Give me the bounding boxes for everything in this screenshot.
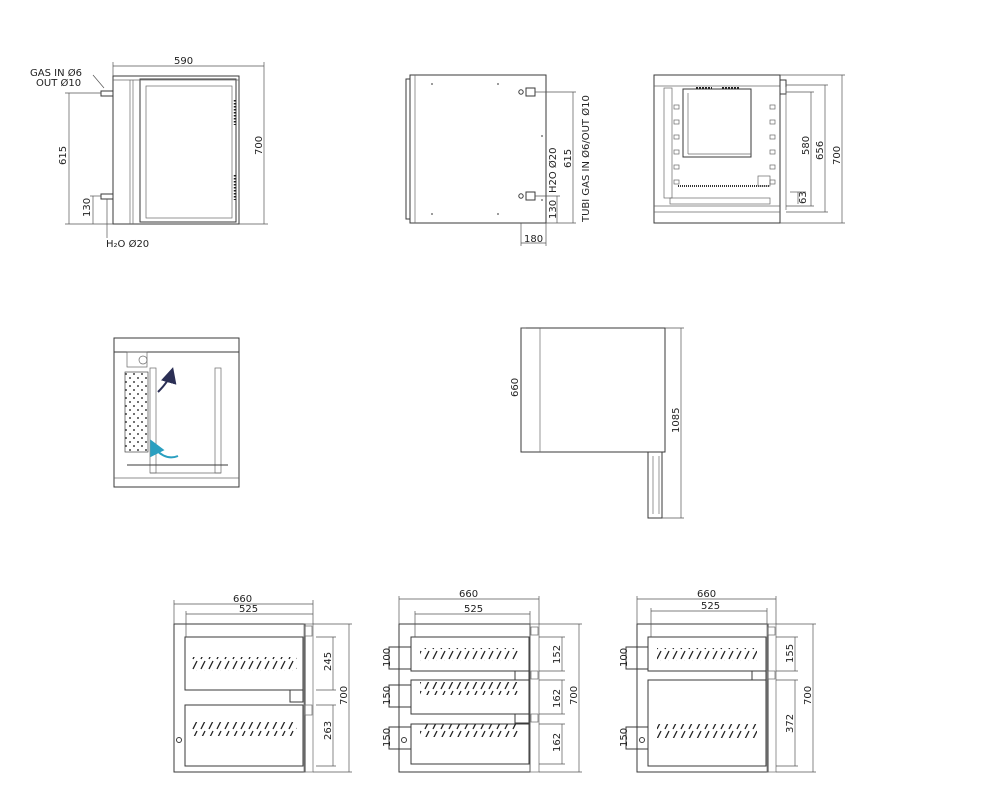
side-door-profile — [405, 78, 411, 220]
drawer-a-cabinet — [173, 623, 306, 773]
drawer-c-cabinet — [636, 623, 769, 773]
top-height-dim: 1085 — [671, 408, 682, 433]
left-rail — [663, 87, 673, 199]
drawer-b-3-grill — [420, 724, 520, 737]
front-height-dim: 700 — [254, 136, 265, 155]
drawer-b-1-grill — [420, 648, 520, 661]
drain-connector-icon — [518, 193, 524, 199]
front-door — [139, 78, 237, 223]
top-depth-dim: 660 — [510, 378, 521, 397]
drawer-a-1-grill — [192, 657, 297, 671]
drawer-c-inner-dim: 525 — [701, 601, 720, 612]
side-cabinet-body — [409, 74, 547, 224]
perforated-panel — [124, 371, 149, 453]
front-door-glass — [145, 85, 233, 219]
drawer-view-two: 660 525 700 245 263 — [173, 594, 352, 773]
drawer-c-width-dim: 660 — [697, 589, 716, 600]
interior-cabinet-body — [653, 74, 781, 224]
side-conn-height-dim: 615 — [563, 149, 574, 168]
drawer-a-2-dim: 263 — [323, 721, 334, 740]
drawer-c-handle-1-dim: 100 — [619, 648, 630, 667]
drawer-c-2 — [647, 679, 767, 767]
drawer-b-inner-dim: 525 — [464, 604, 483, 615]
airflow-cabinet-body — [113, 337, 240, 488]
drawer-b-2-dim: 162 — [552, 689, 563, 708]
drawer-a-handle — [289, 689, 304, 703]
fan-unit — [126, 351, 148, 368]
h2o-label: H₂O Ø20 — [106, 238, 149, 250]
interior-height-656: 656 — [815, 141, 826, 160]
side-offset-dim: 180 — [524, 234, 543, 245]
gas-label-1: GAS IN Ø6 — [30, 67, 82, 79]
drawer-b-handle-3 — [388, 726, 412, 750]
side-drain-height-dim: 130 — [548, 200, 559, 219]
top-cabinet-outline — [520, 327, 666, 453]
drawer-b-3-dim: 162 — [552, 733, 563, 752]
drawer-b-2-grill — [420, 682, 520, 695]
drain-pipe — [100, 193, 114, 200]
side-gas-tube-label: TUBI GAS IN Ø6/OUT Ø10 — [580, 95, 592, 223]
gas-label-2: OUT Ø10 — [36, 77, 81, 89]
drawer-c-handle-2-dim: 150 — [619, 728, 630, 747]
drawer-c-height-dim: 700 — [803, 686, 814, 705]
interior-height-580: 580 — [801, 136, 812, 155]
drawer-a-1 — [184, 636, 304, 691]
drawer-c-1-dim: 155 — [785, 644, 796, 663]
drawer-b-cabinet — [398, 623, 531, 773]
interior-dim-63: 63 — [798, 191, 809, 204]
drawer-a-2 — [184, 704, 304, 767]
front-conn-height-dim: 615 — [58, 146, 69, 165]
drawer-a-inner-dim: 525 — [239, 604, 258, 615]
open-door — [647, 451, 663, 519]
drawer-c-2-grill — [657, 724, 757, 738]
drawer-b-height-dim: 700 — [569, 686, 580, 705]
drawer-a-2-grill — [192, 722, 297, 736]
drawer-b-width-dim: 660 — [459, 589, 478, 600]
drawer-b-handle-1-dim: 100 — [382, 648, 393, 667]
drawer-b-handle-2-dim: 150 — [382, 686, 393, 705]
airflow-arrow-in — [150, 439, 179, 459]
interior-compartment — [682, 88, 752, 158]
drawer-b-handle-2 — [388, 684, 412, 708]
gas-connector-icon — [518, 89, 524, 95]
drawer-view-three: 660 525 700 152 162 162 100 150 150 — [382, 589, 582, 773]
drawer-a-width-dim: 660 — [233, 594, 252, 605]
drawer-c-handle-2 — [625, 726, 649, 750]
drawer-c-1-grill — [657, 648, 757, 661]
drawer-view-mixed: 660 525 700 155 372 100 150 — [619, 589, 816, 773]
drawer-b-handle-1 — [388, 646, 412, 670]
side-view: 615 130 H2O Ø20 TUBI GAS IN Ø6/OUT Ø10 1… — [405, 74, 592, 246]
front-drain-height-dim: 130 — [82, 198, 93, 217]
drawer-c-2-dim: 372 — [785, 714, 796, 733]
top-view: 1085 660 — [510, 327, 684, 519]
gas-pipe — [100, 90, 114, 97]
drawer-b-handle-3-dim: 150 — [382, 728, 393, 747]
front-view: 590 700 615 130 GAS IN Ø6 OUT Ø10 H₂O Ø2… — [30, 56, 268, 250]
drawer-a-1-dim: 245 — [323, 652, 334, 671]
drawer-c-handle-1 — [625, 646, 649, 670]
drawer-a-height-dim: 700 — [339, 686, 350, 705]
side-h2o-label: H2O Ø20 — [547, 147, 559, 193]
front-cabinet-body — [112, 75, 240, 225]
airflow-arrow-out — [157, 367, 177, 393]
interior-height-700: 700 — [832, 146, 843, 165]
drawer-b-1-dim: 152 — [552, 645, 563, 664]
front-width-dim: 590 — [174, 56, 193, 67]
interior-view: 700 656 580 63 — [653, 74, 845, 224]
airflow-section-view — [113, 337, 240, 488]
